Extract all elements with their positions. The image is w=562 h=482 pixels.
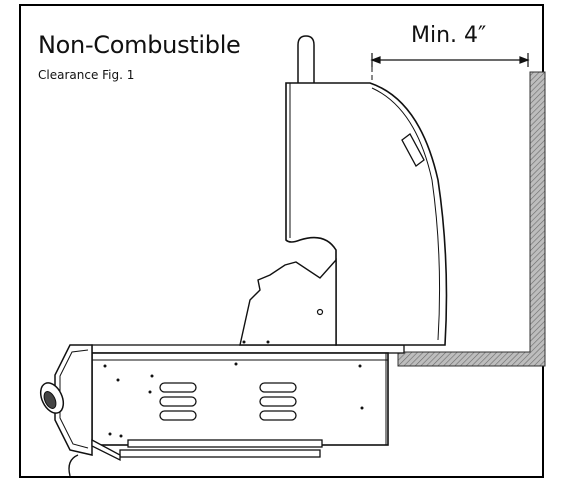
side-vents-right [259,382,297,421]
grill-body [91,352,389,446]
side-vents-left [159,382,197,421]
gas-hose [68,454,79,477]
control-knob [39,382,65,414]
clearance-dimension-label: Min. 4″ [411,23,487,48]
countertop [91,344,405,354]
drip-tray [91,438,323,462]
dimension-line [370,53,530,67]
body-fasteners [103,362,364,438]
non-combustible-wall [397,71,546,367]
lid-handle [297,35,315,83]
lid-vent [401,133,425,167]
figure-title: Non-Combustible [38,31,241,59]
lid-hinge-bracket [239,258,337,346]
figure-subtitle: Clearance Fig. 1 [38,68,135,82]
